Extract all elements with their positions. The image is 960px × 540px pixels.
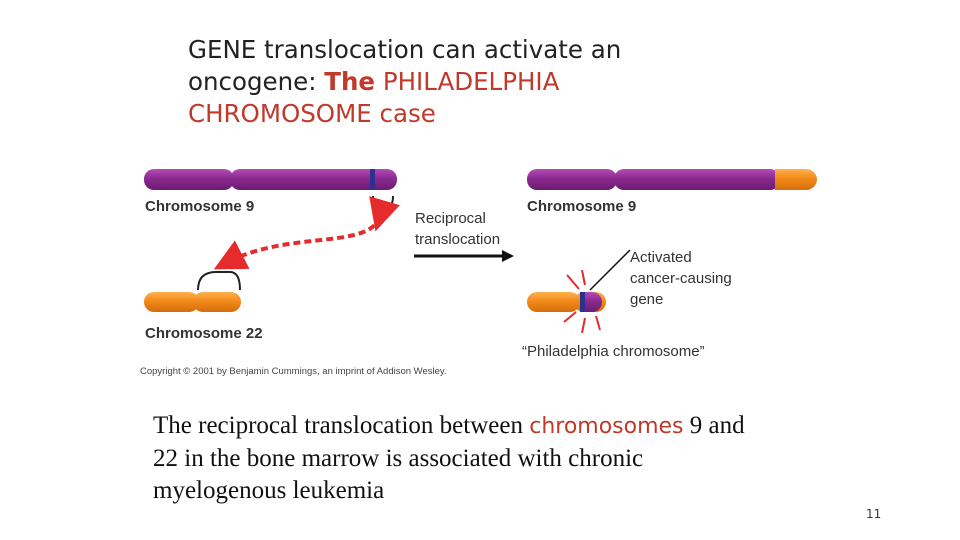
title-text-highlight: The (324, 67, 376, 96)
title-text-part1: GENE translocation can activate an oncog… (188, 35, 622, 96)
process-arrow-head (502, 250, 514, 262)
copyright-notice: Copyright © 2001 by Benjamin Cummings, a… (140, 366, 447, 377)
process-label-line1: Reciprocal (415, 210, 486, 227)
fusion-gene-band (580, 292, 585, 312)
left-chr9-label: Chromosome 9 (145, 198, 254, 215)
activated-label-line3: gene (630, 291, 663, 308)
activated-gene-pointer (589, 249, 631, 291)
chr22-bracket (197, 271, 241, 291)
philadelphia-chromosome (527, 292, 606, 312)
activated-label-line1: Activated (630, 249, 692, 266)
caption-part3: 9 and 22 in the bone marrow is associate… (153, 412, 745, 504)
title-text-part3: PHILADELPHIA CHROMOSOME case (188, 67, 560, 128)
caption-part1: The reciprocal translocation between (153, 412, 530, 439)
slide-title: GENE translocation can activate an oncog… (188, 34, 708, 130)
caption-highlight: chromosomes (529, 414, 684, 439)
page-number: 11 (866, 507, 882, 521)
left-chromosome-9 (144, 169, 397, 190)
reciprocal-exchange-arrow (213, 196, 400, 270)
left-chr22-label: Chromosome 22 (145, 325, 263, 342)
philadelphia-label: “Philadelphia chromosome” (522, 343, 705, 360)
translocated-chr22-segment (775, 169, 817, 190)
activated-label-line2: cancer-causing (630, 270, 732, 287)
left-chromosome-22 (144, 292, 241, 312)
translocation-diagram: Chromosome 9 Chromosome 22 Reciprocal tr… (140, 169, 817, 377)
caption-text: The reciprocal translocation between chr… (153, 410, 773, 507)
chr9-bracket (372, 195, 394, 212)
process-label-line2: translocation (415, 231, 500, 248)
right-chromosome-9 (527, 169, 817, 190)
chr9-gene-band (370, 169, 375, 190)
right-chr9-label: Chromosome 9 (527, 198, 636, 215)
